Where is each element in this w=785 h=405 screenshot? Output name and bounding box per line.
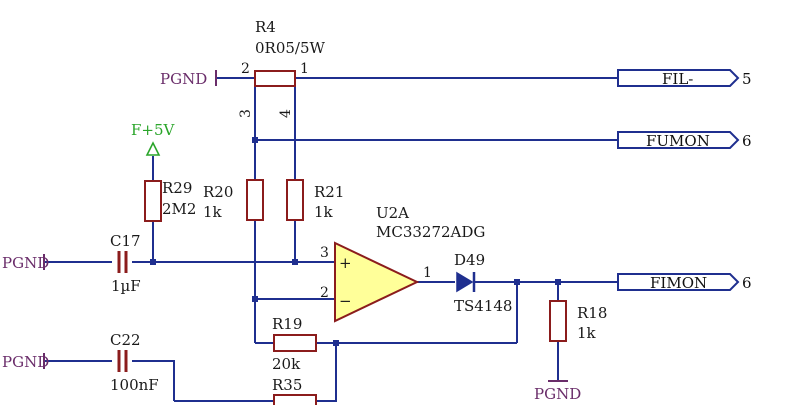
r19-ref: R19	[272, 315, 302, 333]
r4-pin4-label: 4	[278, 109, 294, 118]
ground-c22[interactable]: PGND	[2, 353, 49, 371]
wire-c22-right	[132, 360, 175, 401]
junctions	[150, 137, 561, 346]
r20-value: 1k	[203, 203, 223, 221]
r35-ref: R35	[272, 376, 302, 394]
r29-body	[144, 180, 162, 222]
port-name: FUMON	[646, 132, 710, 150]
r21-value: 1k	[314, 203, 334, 221]
r20-body	[246, 179, 264, 221]
r20-ref: R20	[203, 183, 233, 201]
u2a-pin1-label: 1	[423, 265, 432, 281]
r19-value: 20k	[272, 355, 301, 373]
c22-ref: C22	[110, 331, 141, 349]
port-sheet-number: 6	[742, 274, 752, 292]
ground-label: PGND	[534, 385, 581, 403]
port-fimon[interactable]: FIMON 6	[617, 273, 752, 292]
c17-capacitor[interactable]: C17 1µF	[110, 232, 141, 295]
opamp-triangle	[334, 241, 420, 323]
r18-body	[549, 300, 567, 342]
r21-resistor[interactable]: R21 1k	[286, 179, 344, 221]
f5v-power-port[interactable]: F+5V	[131, 121, 176, 156]
port-shape	[617, 131, 740, 149]
d49-value: TS4148	[454, 297, 512, 315]
junction-dot	[555, 279, 561, 285]
power-arrow-icon	[145, 141, 161, 156]
ground-label: PGND	[2, 353, 49, 371]
u2a-value: MC33272ADG	[376, 223, 485, 241]
port-sheet-number: 6	[742, 132, 752, 150]
r4-ref: R4	[255, 18, 276, 36]
junction-dot	[333, 340, 339, 346]
junction-dot	[252, 296, 258, 302]
d49-diode[interactable]: D49 TS4148	[454, 251, 512, 315]
junction-dot	[514, 279, 520, 285]
r19-body	[273, 334, 317, 352]
port-fumon[interactable]: FUMON 6	[617, 131, 752, 150]
r29-resistor[interactable]: R29 2M2	[144, 179, 196, 222]
r29-ref: R29	[162, 179, 192, 197]
r4-pin1-label: 1	[300, 61, 309, 77]
power-label: F+5V	[131, 121, 176, 139]
wires	[44, 77, 618, 402]
junction-dot	[292, 259, 298, 265]
u2a-opamp[interactable]: + − U2A MC33272ADG 3 2 1	[320, 204, 485, 323]
c22-value: 100nF	[110, 376, 159, 394]
ground-c17[interactable]: PGND	[2, 254, 49, 272]
r35-body	[273, 394, 317, 405]
r21-body	[286, 179, 304, 221]
r18-resistor[interactable]: R18 1k	[549, 300, 607, 342]
d49-ref: D49	[454, 251, 485, 269]
r21-ref: R21	[314, 183, 344, 201]
port-name: FIL-	[662, 70, 693, 88]
plus-sign: +	[339, 254, 352, 272]
r20-resistor[interactable]: R20 1k	[203, 179, 264, 221]
r29-value: 2M2	[162, 200, 196, 218]
r4-pin2-label: 2	[241, 61, 250, 77]
c22-capacitor[interactable]: C22 100nF	[110, 331, 159, 394]
diode-triangle	[456, 271, 474, 293]
r4-shunt-resistor[interactable]: R4 0R05/5W 2 1 3 4	[238, 18, 326, 118]
r35-resistor[interactable]: R35	[272, 376, 317, 405]
c17-value: 1µF	[111, 277, 141, 295]
ground-r4[interactable]: PGND	[160, 70, 217, 88]
minus-sign: −	[339, 292, 352, 310]
u2a-ref: U2A	[376, 204, 409, 222]
port-fil-minus[interactable]: FIL- 5	[617, 69, 752, 88]
port-sheet-number: 5	[742, 70, 752, 88]
ground-r18[interactable]: PGND	[534, 380, 581, 403]
junction-dot	[252, 137, 258, 143]
u2a-pin3-label: 3	[320, 245, 329, 261]
r4-pin3-label: 3	[238, 109, 254, 118]
r4-body	[254, 70, 296, 87]
r18-value: 1k	[577, 324, 597, 342]
r4-value: 0R05/5W	[255, 39, 326, 57]
r18-ref: R18	[577, 304, 607, 322]
ground-label: PGND	[2, 254, 49, 272]
port-shape	[617, 69, 740, 87]
port-shape	[617, 273, 740, 291]
r19-resistor[interactable]: R19 20k	[272, 315, 317, 373]
port-name: FIMON	[650, 274, 707, 292]
c17-ref: C17	[110, 232, 141, 250]
junction-dot	[150, 259, 156, 265]
ground-label: PGND	[160, 70, 207, 88]
wire-r35-right	[316, 343, 337, 402]
u2a-pin2-label: 2	[320, 285, 329, 301]
